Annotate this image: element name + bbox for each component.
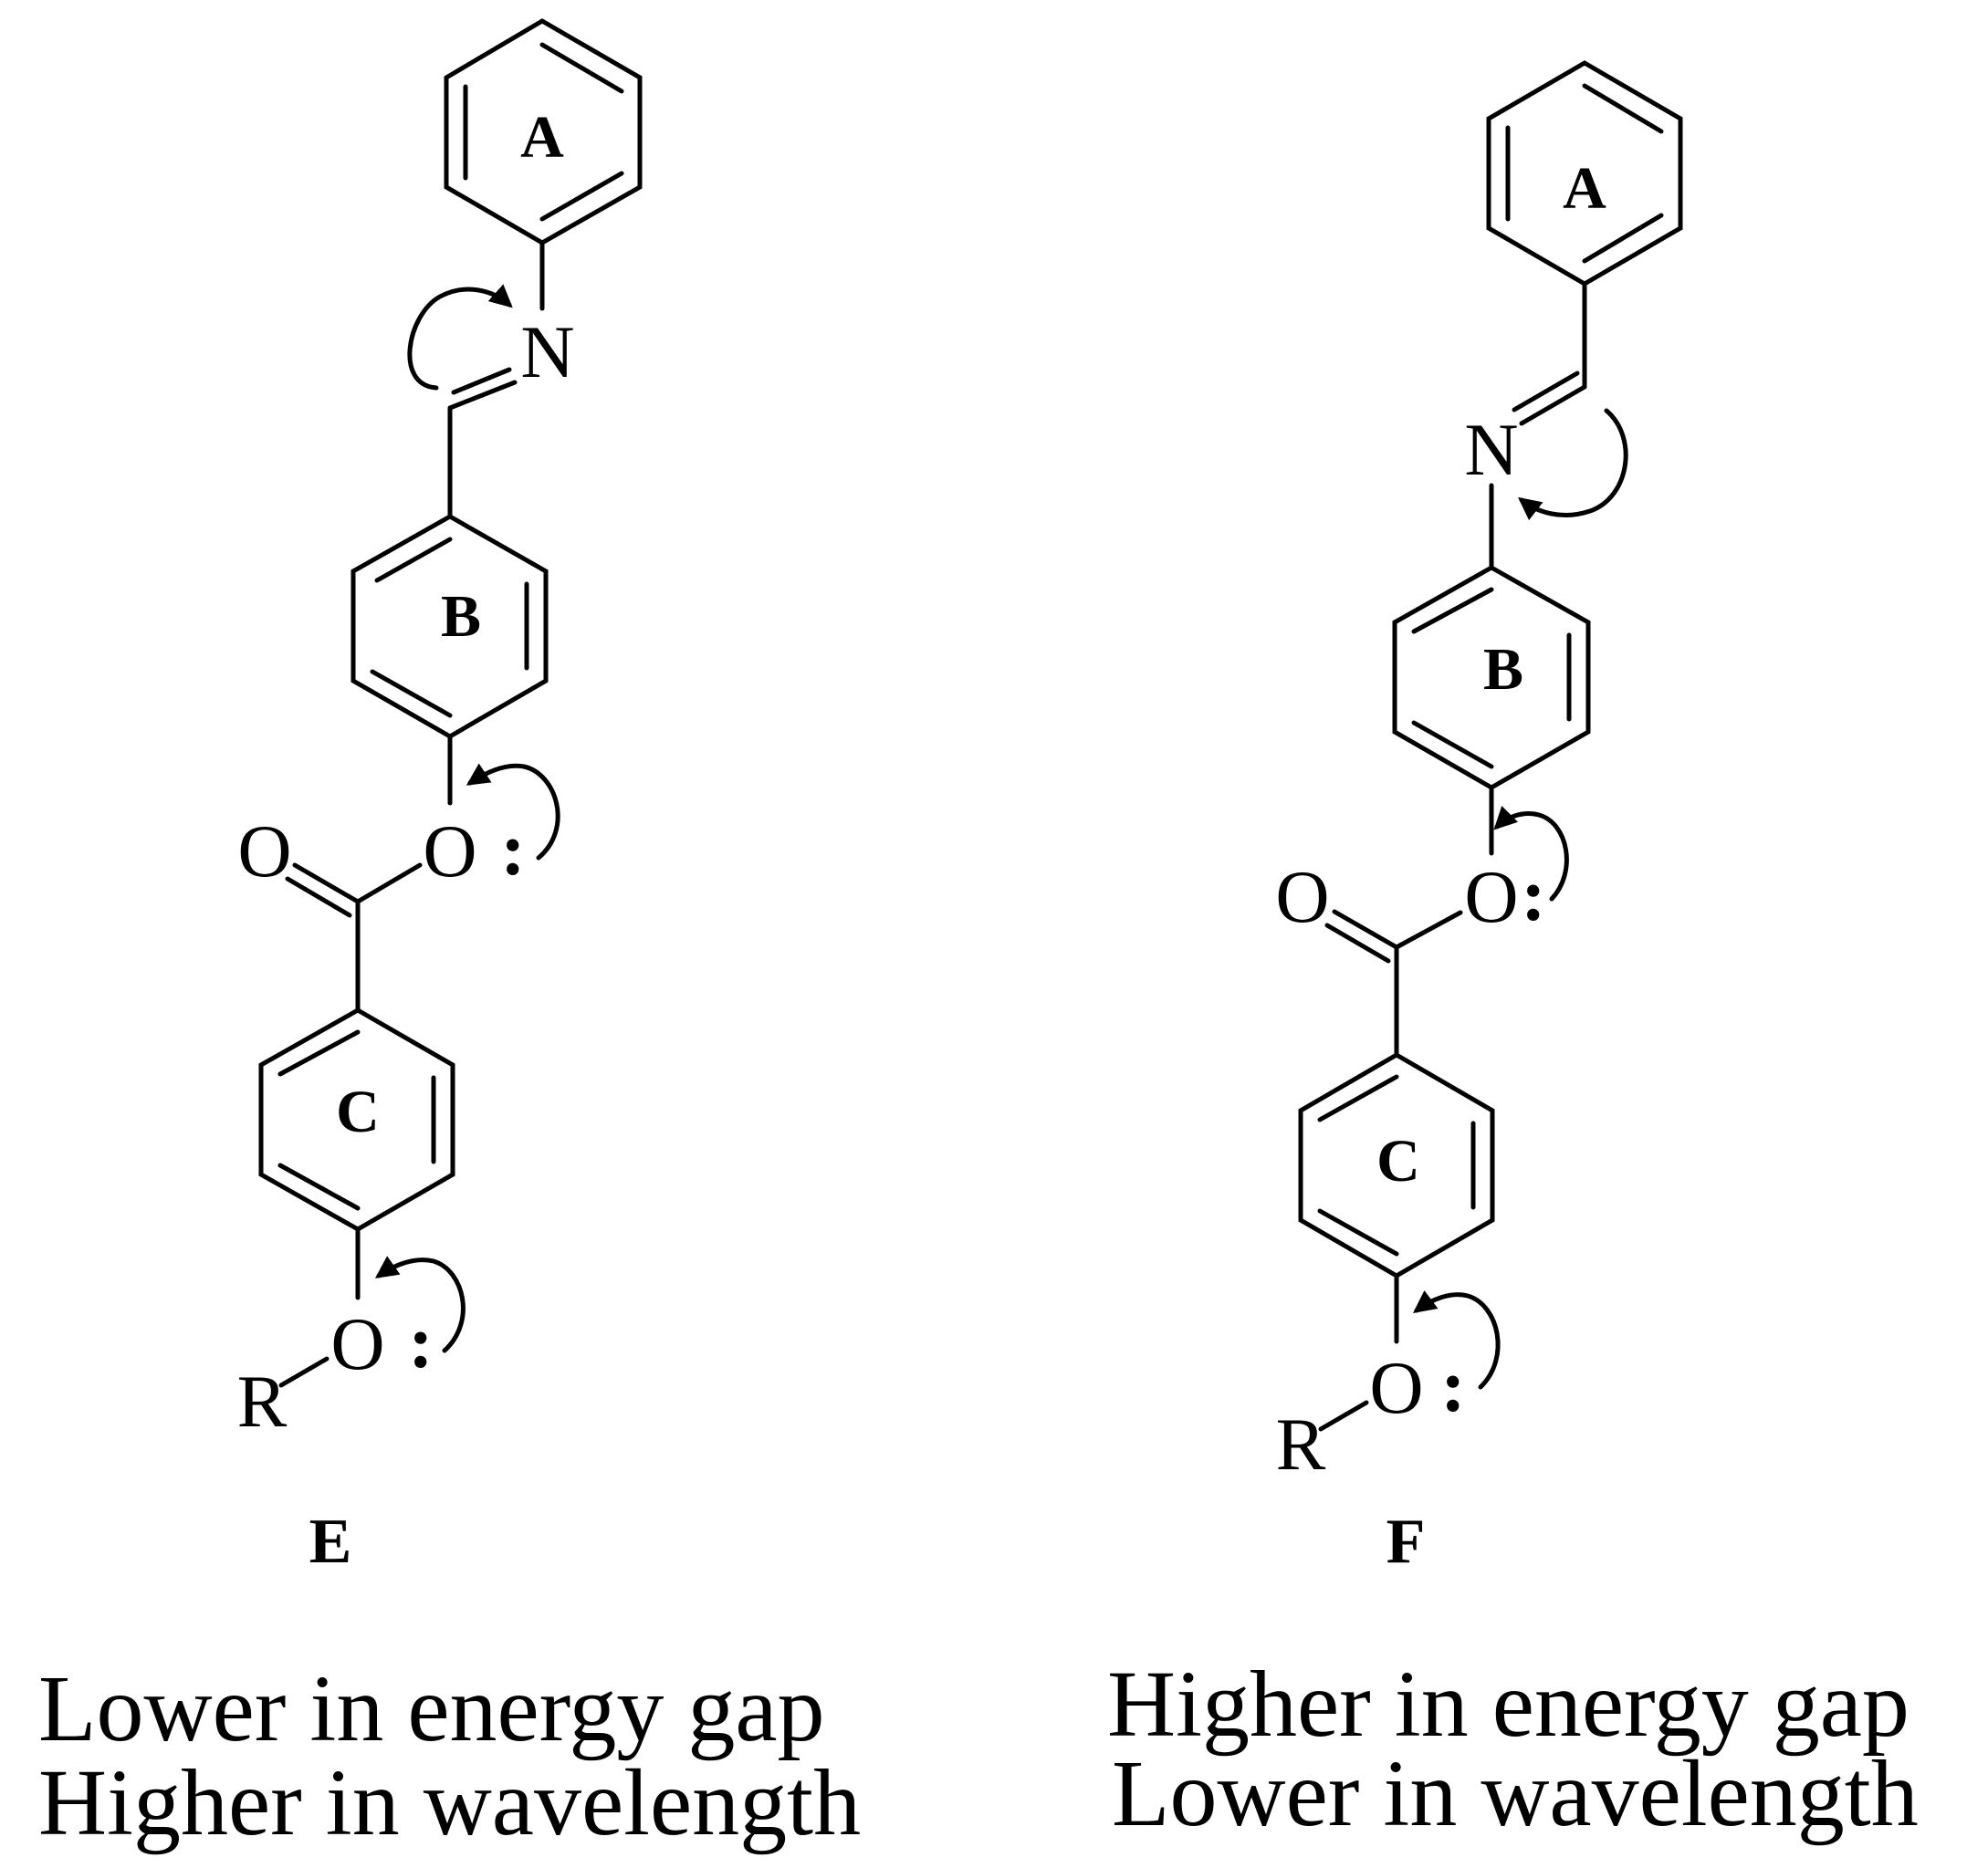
molecule-f-bond-o-r (1318, 1400, 1369, 1432)
molecule-f-arrow-imine (1518, 408, 1628, 521)
molecule-f-atom-o-ether: O (1369, 1346, 1423, 1429)
molecule-f-ring-c-label: C (1376, 1128, 1420, 1195)
molecule-f-lone-pair-ether: : (1440, 1344, 1465, 1427)
molecule-f-atom-o-carbonyl: O (1275, 855, 1329, 938)
molecule-e-atom-o-ether: O (330, 1302, 384, 1385)
molecule-f (1298, 60, 1683, 1432)
molecule-f-ring-b-label: B (1483, 636, 1523, 703)
molecule-f-caption-line1: Higher in energy gap (1107, 1652, 1910, 1757)
molecule-e-bond-o-c (355, 862, 423, 904)
molecule-f-imine-bond (1512, 370, 1587, 426)
molecule-f-atom-o-ester: O (1464, 855, 1518, 938)
molecule-e-carbonyl-bond (285, 862, 361, 918)
molecule-e-lone-pair-ether: : (408, 1300, 433, 1383)
molecule-e-arrow-ester (466, 763, 560, 861)
molecule-f-id-label: F (1386, 1507, 1426, 1577)
molecule-e-atom-n: N (520, 310, 574, 393)
molecule-e-id-label: E (309, 1507, 352, 1577)
molecule-e-atom-r: R (237, 1360, 288, 1443)
molecule-f-atom-r: R (1276, 1403, 1326, 1486)
molecule-f-caption-line2: Lower in wavelength (1112, 1741, 1919, 1846)
molecule-f-arrow-ester (1493, 806, 1569, 902)
molecule-e-arrow-ether (374, 1256, 466, 1353)
molecule-f-atom-n: N (1464, 408, 1518, 491)
molecule-e-ring-b-label: B (441, 583, 481, 650)
molecule-e-arrow-imine (407, 284, 513, 391)
molecule-e (258, 18, 643, 1388)
molecule-e-caption-line1: Lower in energy gap (38, 1656, 825, 1761)
molecule-e-ring-c-label: C (336, 1079, 380, 1145)
molecule-e-atom-o-carbonyl: O (237, 809, 291, 892)
molecule-e-imine-bond (447, 367, 518, 411)
molecule-e-atom-o-ester: O (423, 809, 476, 892)
molecule-f-ring-a-label: A (1563, 155, 1606, 222)
molecule-f-arrow-ether (1412, 1290, 1501, 1390)
molecule-f-lone-pair-ester: : (1521, 853, 1545, 936)
molecule-e-ring-a-label: A (520, 104, 564, 171)
molecule-e-caption-line2: Higher in wavelength (38, 1750, 861, 1855)
molecule-f-bond-o-c (1394, 910, 1463, 950)
molecule-e-lone-pair-ester: : (500, 808, 525, 891)
molecule-f-carbonyl-bond (1324, 909, 1399, 964)
molecule-e-bond-o-r (278, 1356, 330, 1388)
